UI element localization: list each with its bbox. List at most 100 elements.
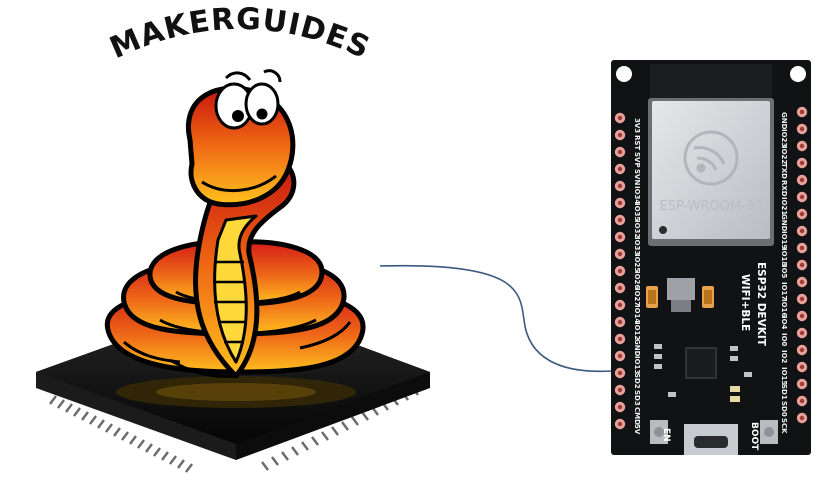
pin-label-right: IO17	[780, 282, 788, 300]
pin-label-left: SVP	[633, 152, 641, 168]
svg-text:MAKERGUIDES: MAKERGUIDES	[105, 2, 375, 66]
pin-hole-left	[617, 387, 623, 393]
boot-button[interactable]	[760, 420, 778, 444]
pin-hole-left	[617, 115, 623, 121]
pin-label-right: IO21	[780, 197, 788, 215]
pin-hole-right	[799, 126, 805, 132]
pin-label-left: IO33	[633, 237, 641, 255]
pin-label-right: GND	[780, 112, 788, 130]
pin-label-left: IO13	[633, 356, 641, 374]
pin-label-left: IO35	[633, 203, 641, 221]
pin-hole-right	[799, 415, 805, 421]
pin-label-right: GND	[780, 214, 788, 232]
pin-hole-right	[799, 296, 805, 302]
board-subtitle: WIFI+BLE	[739, 274, 751, 331]
brand-title-text: MAKERGUIDES	[105, 2, 374, 66]
pin-label-left: IO26	[633, 271, 641, 289]
pin-hole-left	[617, 132, 623, 138]
left-pin-header	[614, 112, 626, 430]
pin-hole-left	[617, 319, 623, 325]
pin-hole-left	[617, 353, 623, 359]
pin-hole-right	[799, 211, 805, 217]
pin-label-right: IO16	[780, 299, 788, 317]
pin-hole-left	[617, 217, 623, 223]
espressif-logo-icon	[683, 130, 739, 186]
pin-hole-left	[617, 166, 623, 172]
pin-hole-left	[617, 421, 623, 427]
right-pin-header	[796, 106, 808, 424]
usb-cable	[379, 264, 613, 373]
pin-hole-left	[617, 285, 623, 291]
pin-label-left: IO34	[633, 186, 641, 204]
pin-label-left: IO12	[633, 322, 641, 340]
pin-hole-right	[799, 398, 805, 404]
pin-hole-right	[799, 177, 805, 183]
module-label: ESP-WROOM-32	[660, 199, 763, 214]
pin-hole-right	[799, 279, 805, 285]
pin-hole-left	[617, 183, 623, 189]
micro-usb-port[interactable]	[684, 424, 738, 455]
left-pin-labels: 3V3 RST SVP SVN IO34 IO35 IO32 IO33 IO25…	[633, 118, 641, 435]
micropython-snake-icon	[104, 69, 366, 379]
board-name: ESP32 DEVKIT	[755, 262, 767, 347]
pin-hole-right	[799, 245, 805, 251]
pin-label-right: IO2	[780, 350, 788, 364]
board-components	[646, 278, 752, 402]
esp32-devkit-board: ESP-WROOM-32 3V3 RST SVP SVN IO34 IO35 I…	[611, 60, 811, 455]
mount-hole-tr	[790, 66, 806, 82]
pin-label-right: IO18	[780, 248, 788, 266]
pin-hole-right	[799, 160, 805, 166]
pin-label-right: TXD	[780, 163, 788, 179]
pin-label-right: SD0	[780, 401, 788, 417]
pin-label-left: SD3	[633, 390, 641, 406]
pin-label-right: IO0	[780, 333, 788, 347]
pin-label-right: IO19	[780, 231, 788, 249]
pin-hole-right	[799, 364, 805, 370]
pin-label-left: RST	[633, 135, 641, 150]
pin-label-left: IO27	[633, 288, 641, 306]
pin-label-right: IO15	[780, 367, 788, 385]
right-pin-labels: GND IO23 IO22 TXD RXD IO21 GND IO19 IO18…	[780, 112, 788, 434]
pin-hole-left	[617, 251, 623, 257]
pin-hole-right	[799, 347, 805, 353]
pin-label-left: 5V	[633, 424, 641, 435]
pin-label-left: GND	[633, 339, 641, 357]
esp-wroom-module: ESP-WROOM-32	[648, 98, 774, 246]
pin-hole-right	[799, 313, 805, 319]
pin-hole-right	[799, 228, 805, 234]
pin-hole-left	[617, 234, 623, 240]
pin-label-left: CMD	[633, 407, 641, 425]
pin-hole-left	[617, 370, 623, 376]
brand-title: MAKERGUIDES	[105, 2, 375, 66]
pin-hole-right	[799, 262, 805, 268]
pin-label-left: IO32	[633, 220, 641, 238]
pin-hole-right	[799, 381, 805, 387]
pin-label-left: SVN	[633, 169, 641, 185]
pin-hole-right	[799, 330, 805, 336]
pin-hole-left	[617, 200, 623, 206]
pin-label-right: IO22	[780, 146, 788, 164]
chip-pins-left	[49, 395, 193, 473]
pin-hole-left	[617, 336, 623, 342]
pin-label-left: IO14	[633, 305, 641, 323]
pin-label-left: 3V3	[633, 118, 641, 133]
pin-label-right: IO5	[780, 265, 788, 279]
mount-hole-tl	[616, 66, 632, 82]
en-button-label: EN	[661, 428, 671, 442]
pin-label-right: IO23	[780, 129, 788, 147]
snake-eye-right	[244, 82, 280, 126]
en-button[interactable]	[650, 420, 668, 444]
pin-label-left: IO25	[633, 254, 641, 272]
pin-label-right: IO4	[780, 316, 788, 330]
pin-hole-right	[799, 143, 805, 149]
pin-label-right: SCK	[780, 418, 788, 434]
pin-hole-left	[617, 268, 623, 274]
pin-label-right: RXD	[780, 180, 788, 197]
boot-button-label: BOOT	[749, 422, 759, 451]
pin-label-left: SD2	[633, 373, 641, 389]
pin-hole-left	[617, 149, 623, 155]
pin-label-right: SD1	[780, 384, 788, 400]
pin-hole-right	[799, 109, 805, 115]
pin-hole-left	[617, 302, 623, 308]
